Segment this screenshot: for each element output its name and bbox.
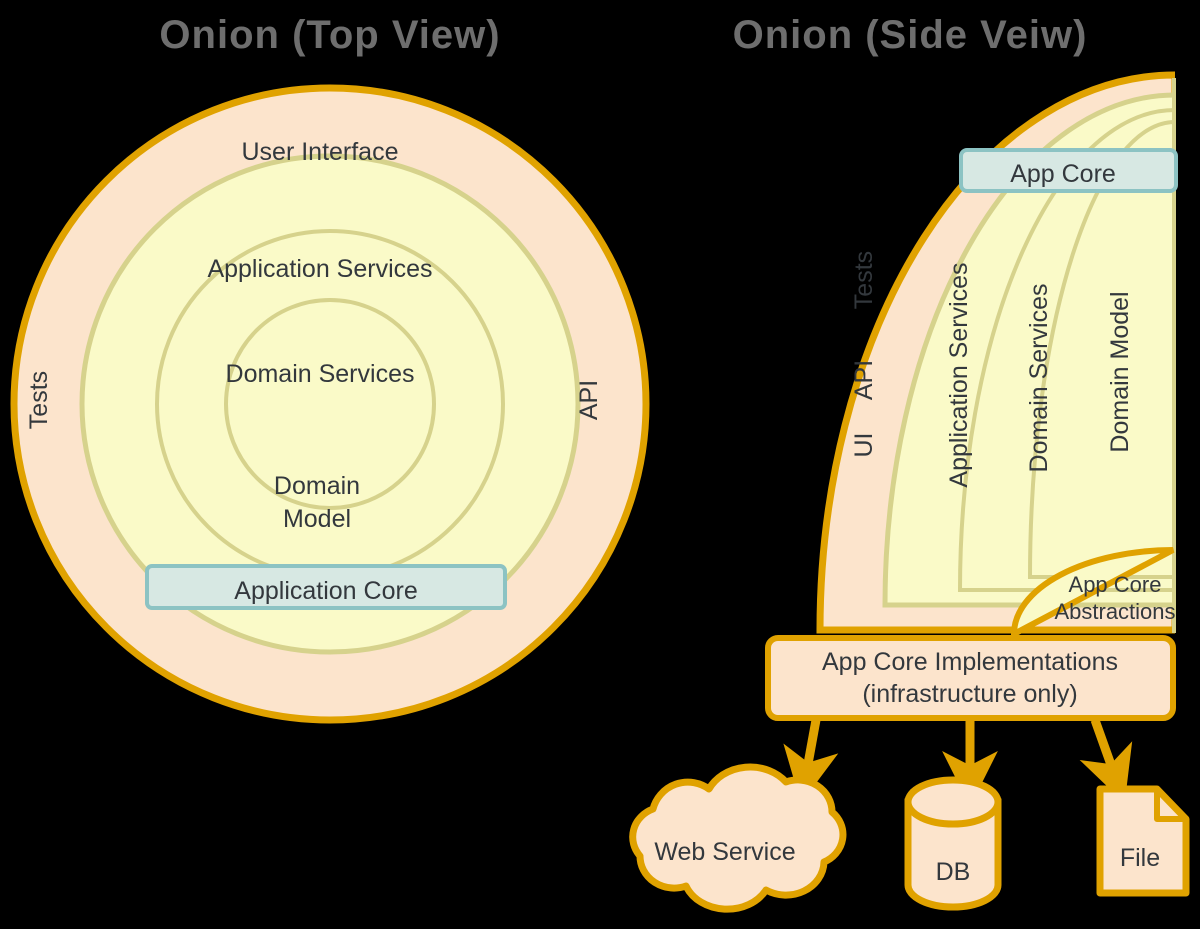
side-label-domain-services: Domain Services (1025, 284, 1053, 473)
label-domain-model-line1: Domain (274, 472, 360, 500)
db-cylinder-body[interactable] (904, 798, 1002, 911)
app-core-box-label: App Core (1010, 160, 1116, 188)
file-node[interactable]: File (1096, 785, 1190, 897)
ring-domain-model[interactable] (224, 298, 436, 510)
label-api: API (575, 380, 603, 420)
app-core-abstractions[interactable]: App Core Abstractions (1010, 547, 1176, 639)
app-core-implementations-rect[interactable] (765, 635, 1176, 721)
file-label: File (1120, 844, 1160, 872)
db-label: DB (936, 858, 971, 886)
web-service-label: Web Service (654, 838, 795, 866)
implementation-arrows (783, 718, 1133, 807)
onion-top-view: User Interface Application Services Doma… (10, 84, 650, 724)
app-core-implementations-line1: App Core Implementations (822, 648, 1118, 676)
app-core-box[interactable]: App Core (959, 148, 1178, 193)
db-node[interactable]: DB (904, 776, 1002, 911)
label-user-interface: User Interface (241, 138, 398, 166)
arrow-to-web-service (783, 719, 839, 804)
web-service-cloud-shape[interactable] (629, 763, 847, 913)
app-core-implementations-box[interactable]: App Core Implementations (infrastructure… (765, 635, 1176, 721)
app-core-implementations-line2: (infrastructure only) (862, 680, 1077, 708)
app-core-abstractions-line2: Abstractions (1054, 599, 1175, 624)
app-core-box-rect[interactable] (959, 148, 1178, 193)
arrow-to-file (1079, 718, 1133, 804)
label-domain-services: Domain Services (226, 360, 415, 388)
top-view-title: Onion (Top View) (159, 13, 500, 57)
side-view-title: Onion (Side Veiw) (733, 13, 1088, 57)
application-core-box[interactable]: Application Core (145, 564, 507, 610)
side-label-tests: Tests (850, 251, 878, 309)
application-core-box-label: Application Core (234, 577, 417, 605)
side-label-application-services: Application Services (945, 262, 973, 487)
application-core-box-rect[interactable] (145, 564, 507, 610)
label-application-services: Application Services (207, 255, 432, 283)
onion-side-view: App Core Abstractions UI API Tests Appli… (816, 71, 1178, 639)
app-core-abstractions-line1: App Core (1069, 572, 1162, 597)
label-domain-model-line2: Model (283, 505, 351, 533)
app-core-abstractions-shape[interactable] (1010, 547, 1175, 639)
side-label-api: API (850, 360, 878, 400)
db-cylinder-top (904, 776, 1002, 828)
side-ring-domain-model[interactable] (1027, 119, 1175, 579)
side-label-domain-model: Domain Model (1106, 291, 1134, 452)
side-label-ui: UI (850, 433, 878, 458)
file-document-shape[interactable] (1096, 785, 1190, 897)
web-service-node[interactable]: Web Service (629, 763, 847, 913)
file-corner-fold-icon (1154, 789, 1186, 822)
label-tests: Tests (25, 371, 53, 429)
